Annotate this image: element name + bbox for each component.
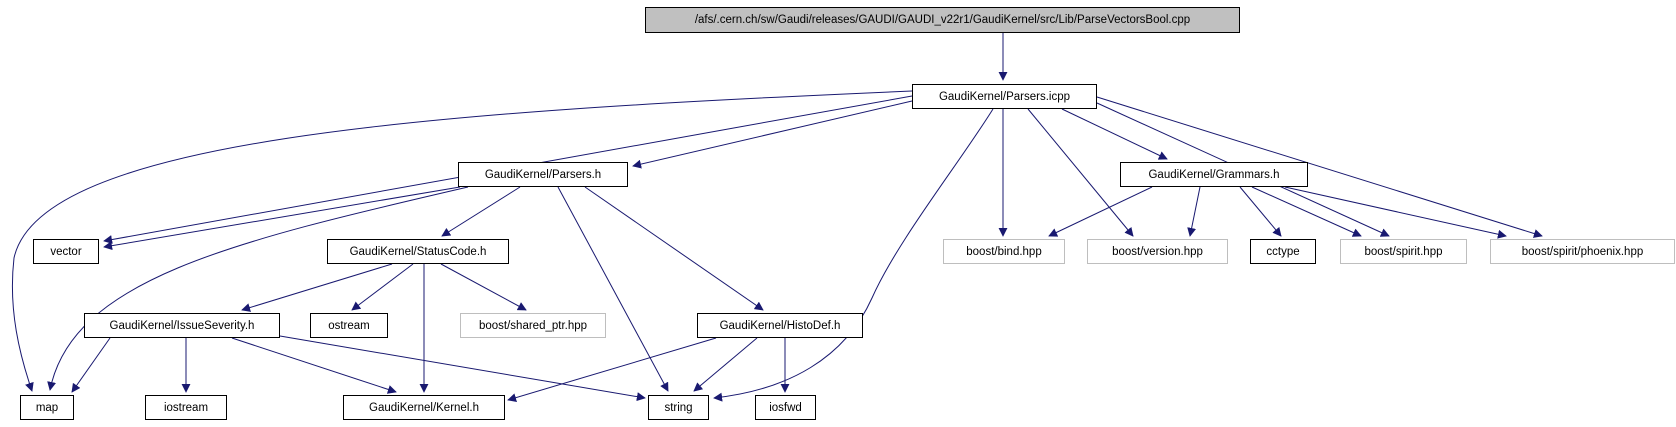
node-issueseverity-h[interactable]: GaudiKernel/IssueSeverity.h — [84, 313, 280, 338]
edge-parsers-icpp-parsers-h — [632, 100, 913, 169]
node-kernel-h[interactable]: GaudiKernel/Kernel.h — [343, 395, 505, 420]
edge-histodef-h-string — [693, 337, 758, 392]
edge-parsers-h-histodef-h — [584, 186, 764, 311]
edge-issueseverity-h-string — [279, 335, 646, 402]
node-map: map — [20, 395, 74, 420]
edge-parsers-h-map — [47, 186, 469, 391]
edge-issueseverity-h-kernel-h — [231, 337, 397, 394]
edge-grammars-h-boost-bind — [1048, 186, 1153, 237]
edge-grammars-h-cctype — [1239, 186, 1282, 237]
node-iosfwd: iosfwd — [755, 395, 816, 420]
node-string: string — [648, 395, 709, 420]
node-iostream: iostream — [145, 395, 227, 420]
edge-parsers-h-string — [557, 186, 669, 392]
node-boost-version: boost/version.hpp — [1087, 239, 1228, 264]
node-ostream: ostream — [310, 313, 388, 338]
edge-parsers-h-statuscode-h — [441, 186, 521, 237]
edge-grammars-h-boost-spirit — [1251, 186, 1362, 237]
node-boost-spirit: boost/spirit.hpp — [1340, 239, 1467, 264]
node-statuscode-h[interactable]: GaudiKernel/StatusCode.h — [327, 239, 509, 264]
node-root: /afs/.cern.ch/sw/Gaudi/releases/GAUDI/GA… — [645, 7, 1240, 33]
edge-statuscode-h-boost-sharedptr — [440, 263, 527, 311]
edge-issueseverity-h-map — [71, 337, 111, 393]
edge-statuscode-h-ostream — [351, 263, 414, 311]
node-grammars-h[interactable]: GaudiKernel/Grammars.h — [1120, 162, 1308, 187]
edge-statuscode-h-issueseverity-h — [241, 263, 393, 312]
node-boost-sharedptr: boost/shared_ptr.hpp — [460, 313, 606, 338]
edge-histodef-h-kernel-h — [507, 337, 717, 402]
node-parsers-h[interactable]: GaudiKernel/Parsers.h — [458, 162, 628, 187]
node-boost-bind: boost/bind.hpp — [943, 239, 1065, 264]
edge-grammars-h-boost-version — [1187, 186, 1201, 237]
node-cctype: cctype — [1250, 239, 1316, 264]
node-boost-phoenix: boost/spirit/phoenix.hpp — [1490, 239, 1675, 264]
node-histodef-h[interactable]: GaudiKernel/HistoDef.h — [697, 313, 863, 338]
node-parsers-icpp[interactable]: GaudiKernel/Parsers.icpp — [912, 84, 1097, 109]
edge-parsers-icpp-grammars-h — [1061, 108, 1168, 160]
edge-parsers-icpp-boost-version — [1027, 108, 1134, 237]
edge-grammars-h-boost-phoenix — [1284, 186, 1507, 239]
edge-parsers-h-vector — [103, 186, 461, 251]
node-vector: vector — [33, 239, 99, 264]
